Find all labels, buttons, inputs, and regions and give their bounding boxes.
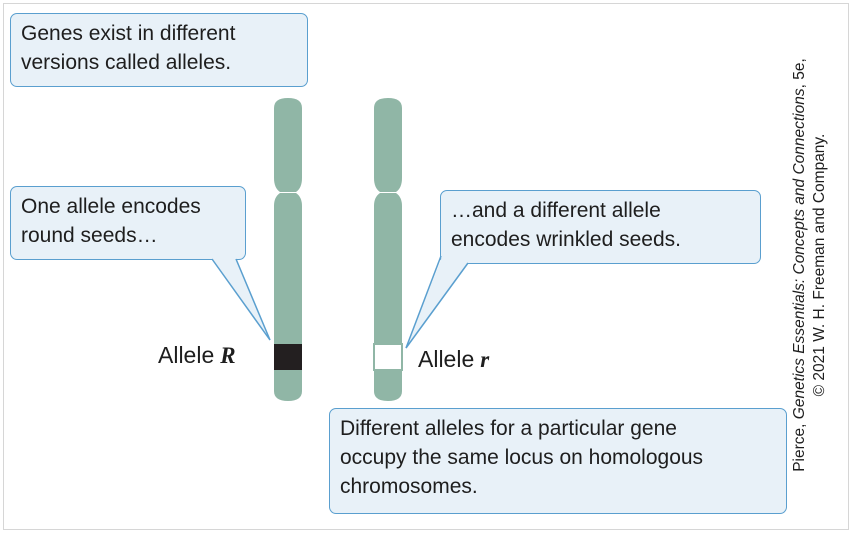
allele-R-symbol: R (220, 343, 236, 368)
credit-edition: , 5e, (791, 58, 808, 89)
allele-r-symbol: r (480, 347, 490, 372)
callout-different-allele-text: …and a different allele encodes wrinkled… (451, 199, 681, 251)
credit-book-title: Genetics Essentials: Concepts and Connec… (791, 88, 808, 420)
chromosome-left (274, 98, 302, 401)
callout-different-allele: …and a different allele encodes wrinkled… (440, 190, 761, 264)
chromosome-right-arm-top (374, 98, 402, 192)
callout-one-allele-text: One allele encodes round seeds… (21, 195, 201, 247)
chromosome-left-arm-top (274, 98, 302, 192)
callout-genes-exist: Genes exist in different versions called… (10, 13, 308, 87)
callout-one-allele: One allele encodes round seeds… (10, 186, 246, 260)
credit-copyright: © 2021 W. H. Freeman and Company. (811, 133, 828, 397)
allele-r-label-text: Allele (418, 346, 475, 372)
allele-r-band (373, 343, 403, 371)
callout-same-locus: Different alleles for a particular gene … (329, 408, 787, 514)
allele-R-band (274, 344, 302, 370)
credit-author: Pierce, (791, 419, 808, 472)
callout-genes-exist-text: Genes exist in different versions called… (21, 22, 236, 74)
figure-credit: Pierce, Genetics Essentials: Concepts an… (790, 10, 830, 520)
callout-same-locus-text: Different alleles for a particular gene … (340, 417, 704, 498)
allele-R-label-text: Allele (158, 342, 215, 368)
credit-line-1: Pierce, Genetics Essentials: Concepts an… (790, 10, 810, 520)
chromosome-right (373, 98, 403, 401)
